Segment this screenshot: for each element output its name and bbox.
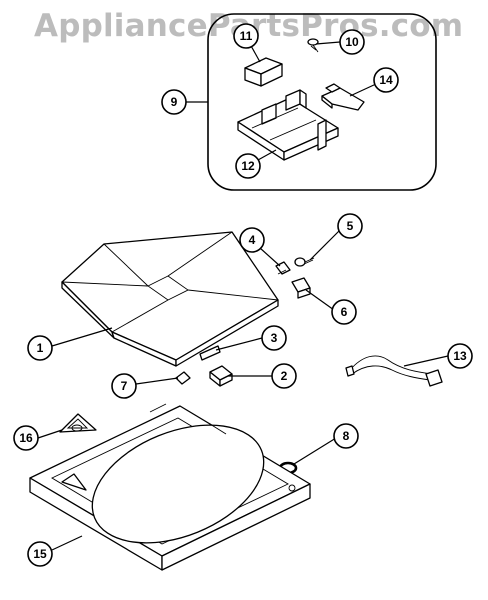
leader-15 [51,535,83,551]
part-6-bumper [291,277,311,299]
callout-1: 1 [27,335,53,361]
leader-7 [135,377,179,385]
part-13-cord [345,355,443,387]
part-15-top [29,403,311,571]
svg-text:4: 4 [249,233,256,247]
part-11-block [244,57,283,87]
part-12-bracket [237,89,339,161]
part-7-bumper [175,371,191,385]
callout-7: 7 [111,373,137,399]
svg-text:5: 5 [347,219,354,233]
leader-10 [315,41,341,45]
svg-text:12: 12 [241,159,255,173]
callout-5: 5 [337,213,363,239]
leader-8 [293,437,337,465]
part-1-lid [61,231,279,367]
leader-6 [305,289,335,311]
svg-text:6: 6 [341,305,348,319]
callout-11: 11 [233,23,259,49]
leader-14 [349,83,377,97]
svg-text:1: 1 [37,341,44,355]
part-5-screw [294,257,315,267]
callout-15: 15 [27,541,53,567]
svg-text:15: 15 [33,547,47,561]
leader-16 [37,429,63,439]
leader-5 [309,227,343,261]
callout-4: 4 [239,227,265,253]
svg-text:10: 10 [345,35,359,49]
callout-6: 6 [331,299,357,325]
callout-12: 12 [235,153,261,179]
svg-text:3: 3 [271,331,278,345]
leader-13 [403,355,449,367]
callout-16: 16 [13,425,39,451]
svg-text:8: 8 [343,429,350,443]
callout-10: 10 [339,29,365,55]
callout-9: 9 [161,89,187,115]
svg-text:16: 16 [19,431,33,445]
part-10-screw [307,38,319,53]
leader-12 [257,149,277,161]
svg-text:14: 14 [379,73,393,87]
svg-text:9: 9 [171,95,178,109]
leader-1 [51,327,113,347]
callout-2: 2 [271,363,297,389]
svg-text:7: 7 [121,379,128,393]
callout-3: 3 [261,325,287,351]
part-14-actuator [321,83,365,111]
svg-text:11: 11 [240,29,253,43]
callout-14: 14 [373,67,399,93]
svg-text:13: 13 [453,349,467,363]
svg-text:2: 2 [281,369,288,383]
callout-8: 8 [333,423,359,449]
leader-3 [215,337,263,351]
callout-13: 13 [447,343,473,369]
part-2-switch [209,365,233,387]
part-3-clip [199,345,221,361]
leader-4 [259,247,281,267]
part-16-dispenser [59,413,97,433]
